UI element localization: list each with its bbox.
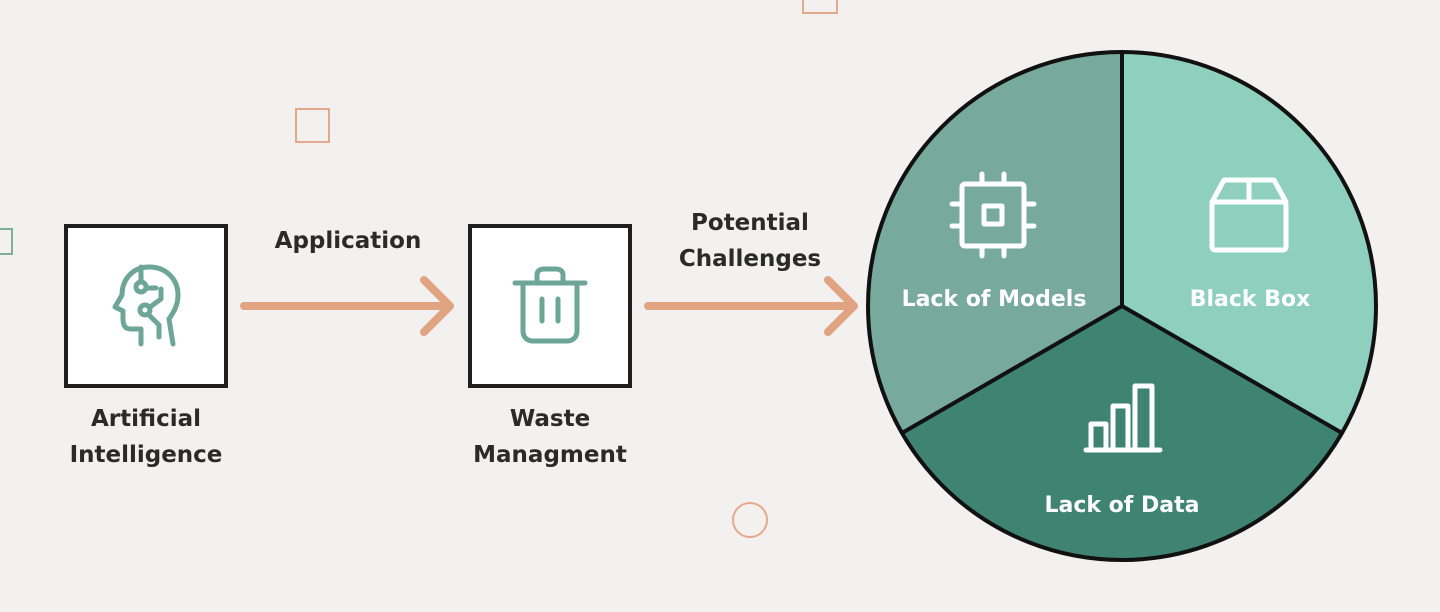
chip-icon	[949, 171, 1037, 259]
ai-caption-line1: Artificial	[91, 406, 201, 432]
challenges-label: Potential Challenges	[650, 205, 850, 277]
box-icon	[1209, 177, 1289, 253]
waste-caption-line2: Managment	[473, 442, 627, 468]
decor-circle	[732, 502, 768, 538]
trash-can-icon	[512, 266, 588, 344]
challenges-arrow	[644, 276, 858, 336]
pie-label-black-box: Black Box	[1190, 287, 1311, 312]
pie-segment-lack-of-models	[867, 51, 1122, 433]
decor-square-top	[802, 0, 838, 14]
waste-caption-line1: Waste	[509, 406, 591, 432]
pie-label-lack-of-models: Lack of Models	[902, 287, 1087, 312]
ai-caption: Artificial Intelligence	[46, 401, 246, 473]
application-arrow	[240, 276, 454, 336]
challenges-label-line2: Challenges	[678, 246, 822, 272]
pie-dividers	[901, 52, 1343, 435]
bar-chart-icon	[1083, 383, 1163, 453]
ai-caption-line2: Intelligence	[69, 442, 223, 468]
application-label: Application	[274, 228, 422, 254]
challenges-label-line1: Potential	[691, 210, 809, 236]
head-circuit-icon	[112, 264, 181, 347]
pie-segment-black-box	[1122, 51, 1377, 433]
decor-square-edge	[0, 228, 13, 255]
ai-node	[64, 224, 228, 388]
challenges-pie: Lack of Models Black Box Lack of Data	[866, 50, 1378, 562]
pie-label-lack-of-data: Lack of Data	[1044, 493, 1199, 518]
decor-square-left	[295, 108, 330, 143]
waste-caption: Waste Managment	[450, 401, 650, 473]
waste-node	[468, 224, 632, 388]
